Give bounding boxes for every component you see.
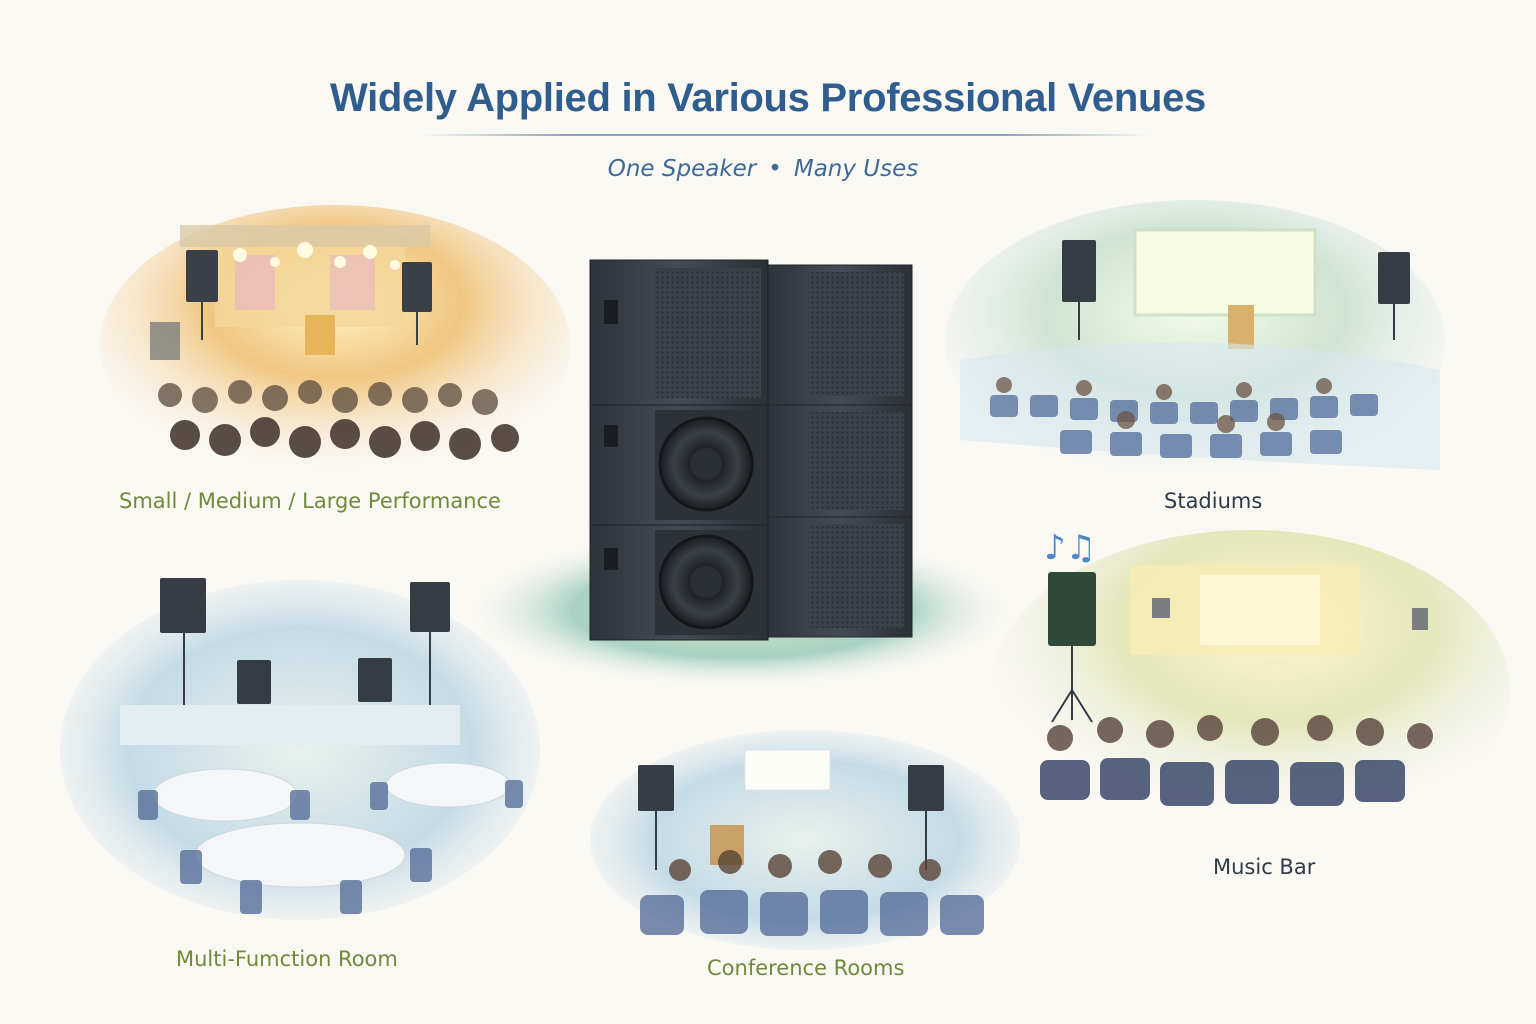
venue-label-music-bar: Music Bar [1213,855,1316,879]
subtitle-separator: • [768,156,782,182]
venue-label-conference: Conference Rooms [707,956,905,980]
venue-label-multi-function: Multi-Fumction Room [176,947,398,971]
page-title: Widely Applied in Various Professional V… [329,76,1206,120]
subtitle-part-2: Many Uses [793,156,919,182]
performance-scene [100,205,570,485]
venue-label-performance: Small / Medium / Large Performance [119,489,501,513]
speaker-stack [460,259,1020,690]
venue-label-stadiums: Stadiums [1164,489,1263,513]
title-divider [420,134,1150,136]
conference-scene [590,730,1020,950]
music-bar-scene [990,530,1510,850]
stadium-scene [945,200,1445,480]
page-subtitle: One Speaker • Many Uses [0,156,1526,182]
subtitle-part-1: One Speaker [607,156,757,182]
music-notes-icon: ♪♫ [1044,528,1097,568]
multi-function-scene [60,578,540,920]
